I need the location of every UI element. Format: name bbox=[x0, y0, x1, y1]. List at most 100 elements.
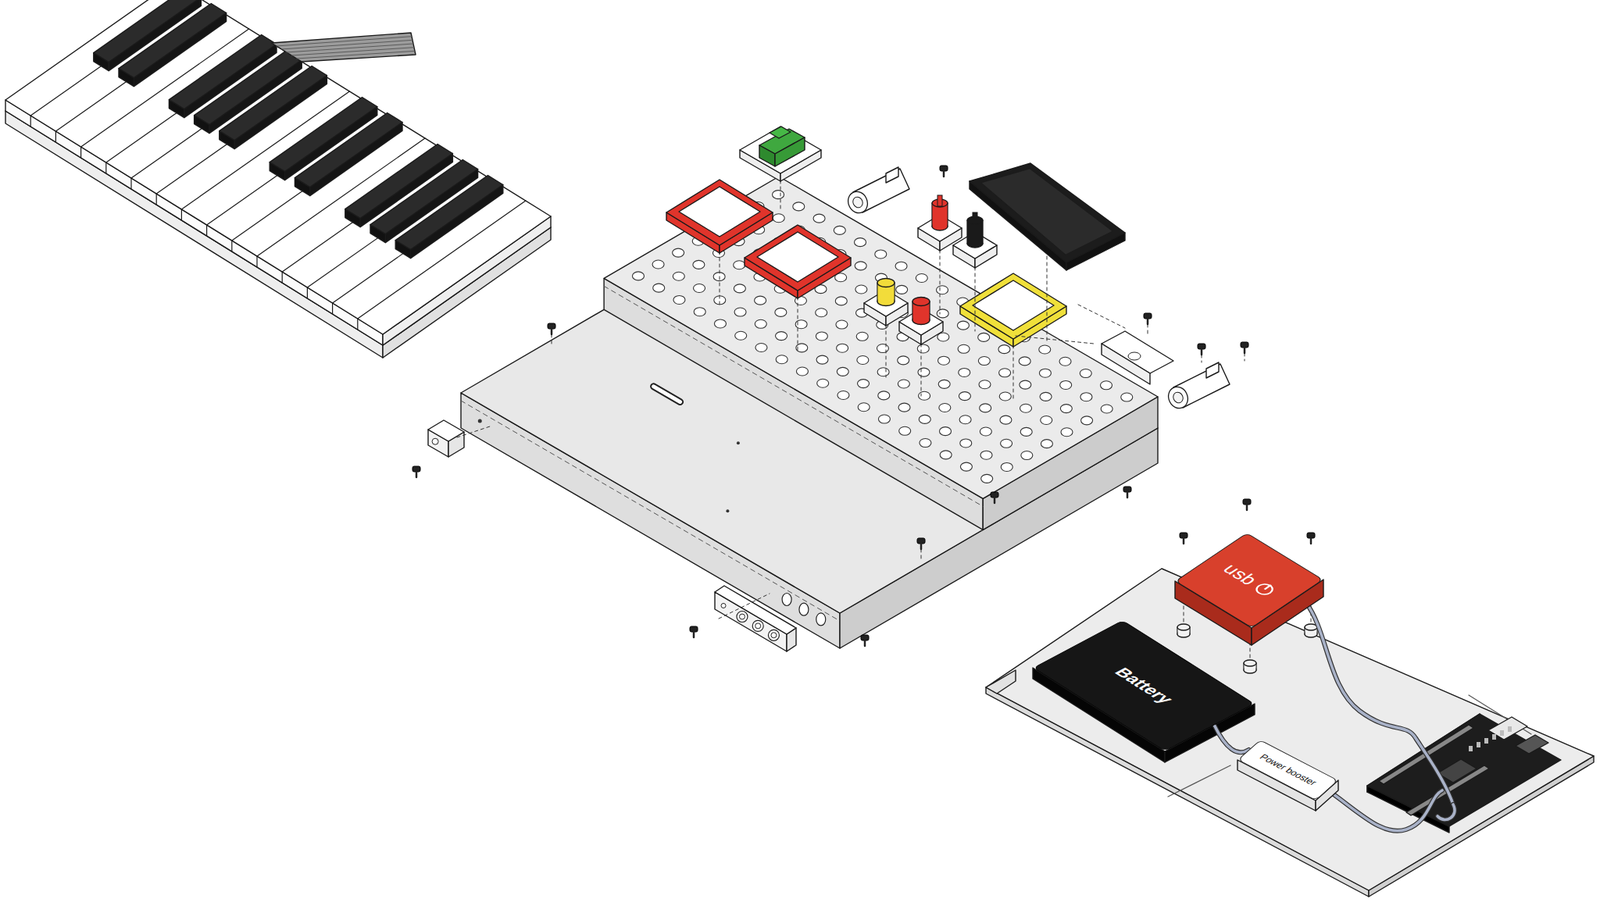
chassis-hole bbox=[725, 509, 729, 513]
screw-shaft bbox=[864, 640, 867, 647]
mount-hole bbox=[979, 427, 992, 436]
ribbon-wire bbox=[291, 47, 415, 56]
red-pad-face bbox=[678, 186, 761, 237]
mount-hole bbox=[855, 285, 868, 294]
mount-hole bbox=[978, 332, 990, 342]
mount-hole bbox=[1000, 462, 1013, 472]
power-jack bbox=[1515, 735, 1549, 754]
mount-hole bbox=[939, 427, 952, 436]
node-label: usb bbox=[1218, 560, 1262, 589]
mount-hole bbox=[1000, 415, 1012, 425]
guide-line bbox=[1147, 324, 1149, 337]
component bbox=[1507, 726, 1512, 733]
ribbon-wire bbox=[296, 50, 415, 59]
guide-line bbox=[1046, 250, 1048, 344]
black-key-top bbox=[395, 175, 504, 250]
mount-hole bbox=[1059, 357, 1072, 366]
mount-hole bbox=[957, 321, 969, 330]
component bbox=[1484, 738, 1489, 744]
mount-hole bbox=[775, 307, 787, 317]
mount-hole bbox=[1040, 439, 1053, 449]
usb-hub: usb bbox=[1175, 532, 1324, 629]
mount-hole bbox=[813, 214, 825, 223]
mount-hole bbox=[1039, 368, 1051, 378]
mount-hole bbox=[733, 260, 746, 270]
mount-hole bbox=[877, 367, 890, 377]
guide-line bbox=[1201, 354, 1203, 363]
jack-panel-top bbox=[714, 585, 797, 635]
mount-hole bbox=[1020, 403, 1033, 413]
mount-hole bbox=[1018, 357, 1031, 366]
mount-hole bbox=[857, 403, 870, 412]
jack-socket bbox=[752, 620, 764, 632]
spacer-block-top bbox=[428, 420, 465, 442]
mount-hole bbox=[816, 355, 829, 365]
jack-socket-inner bbox=[755, 623, 761, 629]
mount-hole bbox=[918, 414, 931, 424]
base-board bbox=[985, 568, 1594, 891]
screw-shaft bbox=[550, 328, 554, 335]
guide-line bbox=[718, 593, 770, 619]
standoff-post-cap bbox=[1304, 624, 1318, 631]
wire-connector bbox=[1214, 725, 1249, 754]
mount-hole bbox=[733, 284, 746, 293]
board-groove bbox=[1167, 765, 1231, 797]
mount-hole bbox=[999, 368, 1011, 378]
mount-hole bbox=[939, 450, 952, 460]
mount-hole bbox=[836, 367, 849, 376]
mount-hole bbox=[857, 355, 869, 365]
switch-lever-side bbox=[759, 145, 775, 167]
tube-clamp-end bbox=[1164, 383, 1192, 412]
mount-hole bbox=[998, 345, 1011, 354]
screw-shaft bbox=[1146, 318, 1150, 325]
wire bbox=[1306, 603, 1454, 805]
mount-hole bbox=[980, 450, 993, 460]
guide-line bbox=[551, 334, 553, 347]
mount-hole bbox=[734, 307, 747, 317]
mount-hole bbox=[672, 271, 685, 281]
component bbox=[1476, 742, 1481, 748]
cable-slot bbox=[653, 386, 681, 403]
mount-hole bbox=[714, 319, 726, 329]
guide-line bbox=[885, 318, 887, 378]
mount-hole bbox=[958, 392, 971, 401]
mount-hole bbox=[1080, 392, 1093, 402]
mount-hole bbox=[875, 250, 887, 259]
mount-hole bbox=[1081, 416, 1093, 425]
component bbox=[1468, 746, 1473, 752]
display-top bbox=[969, 163, 1125, 263]
red-knob-flat bbox=[937, 195, 943, 207]
mount-hole bbox=[795, 320, 808, 329]
white-key-gap bbox=[307, 287, 308, 299]
mount-hole bbox=[775, 332, 788, 341]
mount-hole bbox=[917, 367, 930, 377]
jack-socket-inner bbox=[771, 632, 777, 639]
wire bbox=[1214, 725, 1249, 754]
display-screen bbox=[981, 168, 1113, 255]
mount-hole bbox=[693, 307, 706, 317]
white-key-gap bbox=[105, 162, 107, 174]
white-key-gap bbox=[231, 240, 233, 252]
mount-hole bbox=[854, 238, 867, 247]
mount-hole bbox=[895, 261, 908, 271]
mount-hole bbox=[857, 379, 870, 389]
ribbon-wire bbox=[286, 43, 414, 53]
mount-hole bbox=[815, 332, 828, 341]
screw-shaft bbox=[1310, 538, 1313, 544]
mount-hole bbox=[978, 380, 991, 390]
tube-clamp-bore bbox=[1171, 390, 1186, 405]
mount-hole bbox=[918, 391, 931, 400]
white-key-gap bbox=[282, 271, 283, 283]
mount-hole bbox=[693, 284, 706, 293]
yellow-button-cap bbox=[877, 278, 895, 288]
mount-hole bbox=[959, 415, 972, 425]
guide-line bbox=[975, 260, 976, 332]
red-button-cap bbox=[912, 297, 930, 307]
black-knob-flat bbox=[972, 212, 978, 224]
mount-hole bbox=[1079, 369, 1092, 379]
mount-hole bbox=[833, 225, 846, 235]
mount-hole bbox=[1121, 392, 1133, 402]
power-icon-ring bbox=[1253, 582, 1276, 597]
cable-slot-inner bbox=[653, 386, 681, 403]
